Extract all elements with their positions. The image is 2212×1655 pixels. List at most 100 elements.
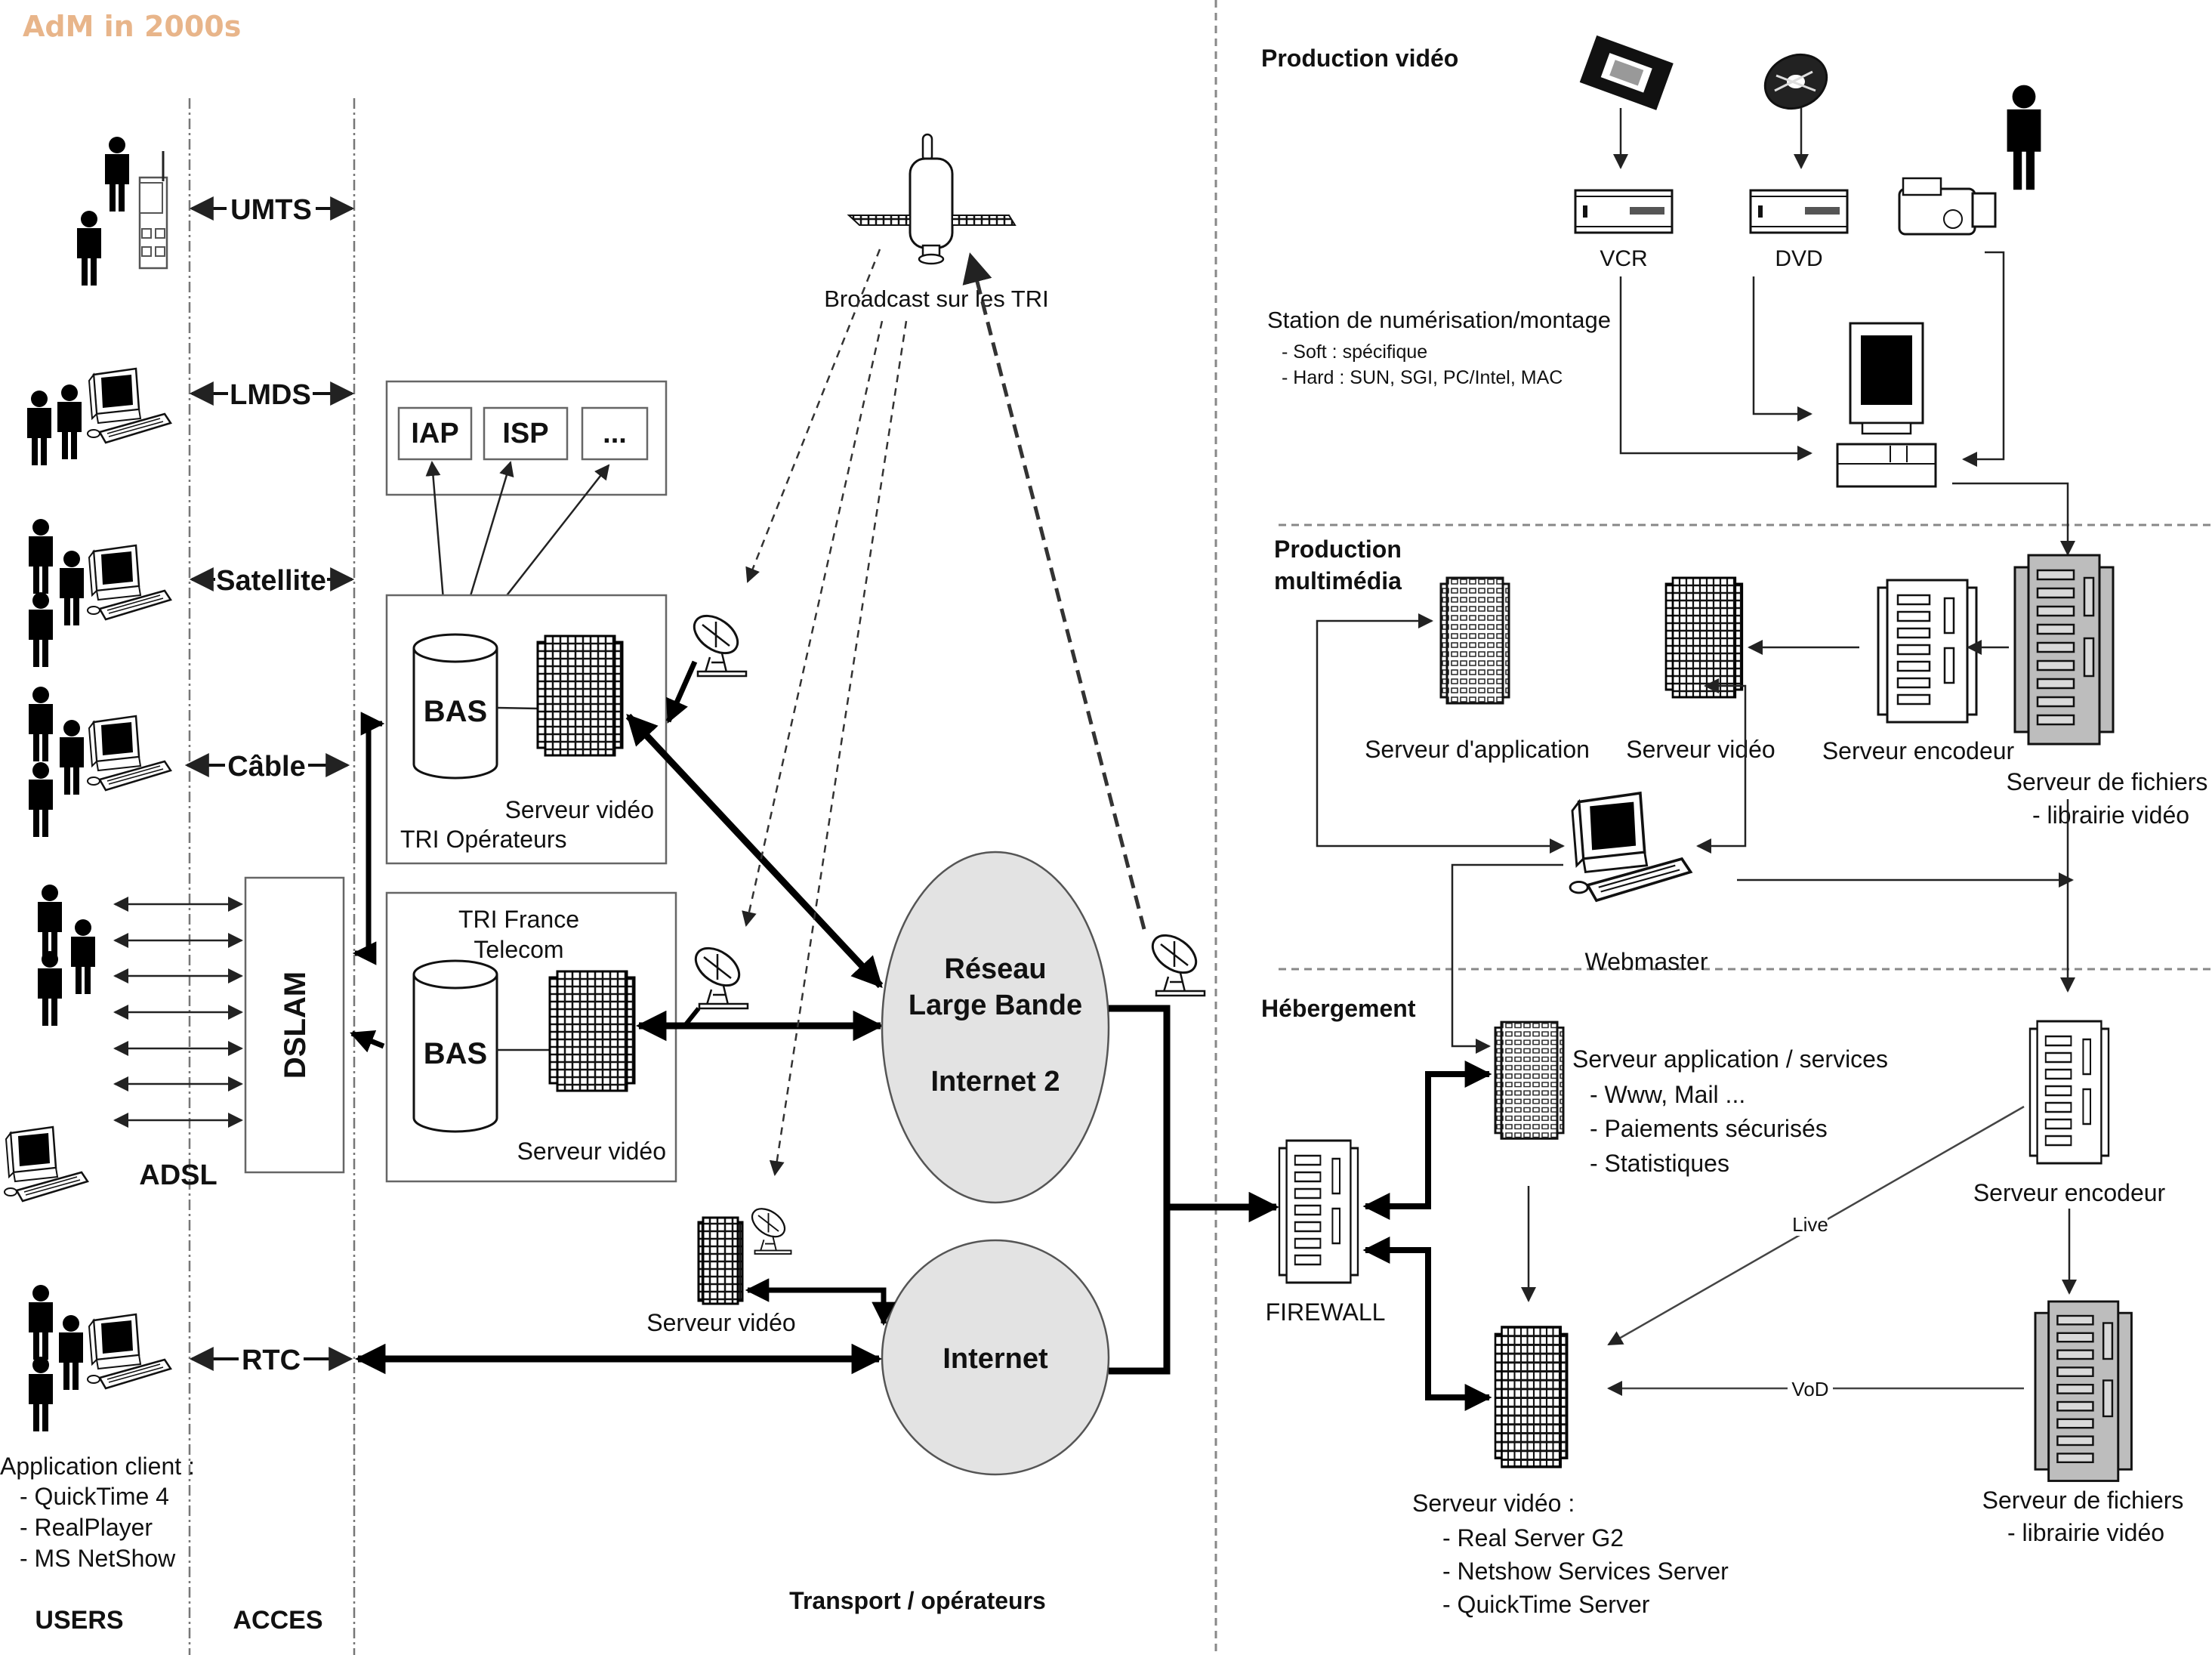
cable-users <box>29 687 172 837</box>
column-label-transport: Transport / opérateurs <box>789 1587 1046 1614</box>
production-video-heading: Production vidéo <box>1261 45 1458 72</box>
dvd-device-icon <box>1749 189 1849 234</box>
hebergement-file-server-sublabel: - librairie vidéo <box>2007 1519 2164 1546</box>
dslam-box <box>244 876 345 1174</box>
client-app-item: - MS NetShow <box>20 1545 176 1572</box>
link-internet-server <box>745 1278 896 1326</box>
internet-label: Internet <box>942 1343 1048 1375</box>
station-label: Station de numérisation/montage <box>1267 307 1611 333</box>
mobile-phone-icon <box>138 151 168 270</box>
rtc-label: RTC <box>242 1345 301 1376</box>
provider-more-label: ... <box>603 418 627 449</box>
encoder-server-icon <box>2028 1020 2110 1165</box>
file-server-icon <box>2013 554 2115 746</box>
adsl-label: ADSL <box>139 1159 217 1191</box>
adsl-users <box>3 885 95 1203</box>
client-app-item: - QuickTime 4 <box>20 1483 169 1510</box>
webmaster-label: Webmaster <box>1584 948 1708 975</box>
satellite-dish-icon <box>687 939 749 1010</box>
link-firewall-video-server <box>1362 1237 1492 1411</box>
video-server-item: - Netshow Services Server <box>1442 1558 1729 1585</box>
tri-operateurs-label: TRI Opérateurs <box>400 826 567 853</box>
lmds-label: LMDS <box>230 379 311 411</box>
column-label-acces: ACCES <box>233 1606 322 1635</box>
app-services-label: Serveur application / services <box>1572 1045 1888 1073</box>
encoder-label: Serveur encodeur <box>1822 737 2015 764</box>
app-services-server-icon <box>1494 1020 1565 1140</box>
tri-ft-server-label: Serveur vidéo <box>517 1138 666 1165</box>
broadband-label-1: Réseau <box>944 953 1046 985</box>
hebergement-encoder-label: Serveur encodeur <box>1973 1179 2166 1206</box>
tri-operateurs-server-label: Serveur vidéo <box>505 796 654 823</box>
vcr-label: VCR <box>1600 246 1647 271</box>
provider-isp-label: ISP <box>502 418 548 449</box>
link-tri-ft-dslam <box>350 1030 385 1053</box>
station-hard: - Hard : SUN, SGI, PC/Intel, MAC <box>1282 367 1563 388</box>
app-server-label: Serveur d'application <box>1365 736 1590 763</box>
broadcast-label: Broadcast sur les TRI <box>824 286 1048 312</box>
tri-ft-label-2: Telecom <box>474 936 563 963</box>
dvd-label: DVD <box>1775 246 1822 271</box>
internet-video-server-icon <box>697 1216 744 1305</box>
production-multimedia-heading-1: Production <box>1274 536 1402 563</box>
rtc-users <box>29 1285 172 1431</box>
bas-label: BAS <box>424 1037 487 1070</box>
video-server-icon <box>536 635 624 757</box>
provider-more <box>581 406 649 461</box>
vhs-tape-icon <box>1579 35 1674 110</box>
satellite-label: Satellite <box>216 565 326 597</box>
link-firewall-app-services <box>1362 1061 1492 1220</box>
lmds-users <box>27 367 172 465</box>
vcr-device-icon <box>1574 189 1674 234</box>
video-server-item: - QuickTime Server <box>1442 1591 1650 1618</box>
dvd-disc-icon <box>1763 53 1828 110</box>
satellite-users <box>29 519 172 667</box>
file-server-label: Serveur de fichiers <box>2007 768 2208 795</box>
provider-iap-label: IAP <box>411 418 458 449</box>
link-tri-ops-broadband <box>625 713 884 989</box>
app-service-item: - Statistiques <box>1590 1150 1729 1177</box>
workstation-icon <box>1836 322 1937 488</box>
firewall-label: FIREWALL <box>1266 1298 1386 1326</box>
person-icon <box>2007 85 2041 190</box>
client-app-item: - RealPlayer <box>20 1514 153 1541</box>
video-server-label: Serveur vidéo <box>1626 736 1775 763</box>
column-label-users: USERS <box>35 1606 123 1635</box>
bas-label: BAS <box>424 695 487 728</box>
app-server-icon <box>1439 576 1510 705</box>
file-server-icon <box>2034 1300 2133 1482</box>
production-multimedia-heading-2: multimédia <box>1274 567 1402 594</box>
vod-label: VoD <box>1791 1378 1828 1400</box>
bas-cylinder <box>412 633 498 780</box>
broadband-network-ellipse <box>881 851 1110 1204</box>
umts-users <box>77 137 168 286</box>
satellite-dish-icon <box>1144 926 1206 997</box>
dslam-label: DSLAM <box>279 971 312 1079</box>
encoder-server-icon <box>1877 579 1978 724</box>
camcorder-icon <box>1898 177 1997 236</box>
client-apps-heading: Application client : <box>0 1453 195 1480</box>
app-service-item: - Paiements sécurisés <box>1590 1115 1828 1142</box>
hebergement-heading: Hébergement <box>1261 995 1416 1022</box>
satellite-icon <box>847 133 1017 265</box>
umts-label: UMTS <box>230 194 312 226</box>
hebergement-file-server-label: Serveur de fichiers <box>1982 1487 2184 1514</box>
video-server-item: - Real Server G2 <box>1442 1524 1624 1552</box>
broadband-label-2: Large Bande <box>909 990 1082 1021</box>
video-server-icon <box>1494 1326 1569 1468</box>
tri-ft-label-1: TRI France <box>458 906 579 933</box>
internet-server-label: Serveur vidéo <box>646 1309 795 1336</box>
video-server-icon <box>1664 576 1744 699</box>
satellite-dish-icon <box>686 607 748 678</box>
station-soft: - Soft : spécifique <box>1282 341 1427 363</box>
video-server-icon <box>548 970 636 1092</box>
app-service-item: - Www, Mail ... <box>1590 1081 1745 1108</box>
cable-label: Câble <box>227 751 305 783</box>
slide-title: AdM in 2000s <box>23 10 241 43</box>
file-server-sublabel: - librairie vidéo <box>2032 801 2189 829</box>
provider-isp <box>483 406 569 461</box>
link-tri-ops-dslam <box>352 712 385 965</box>
firewall-icon <box>1278 1139 1359 1284</box>
webmaster-computer-icon <box>1569 792 1692 902</box>
